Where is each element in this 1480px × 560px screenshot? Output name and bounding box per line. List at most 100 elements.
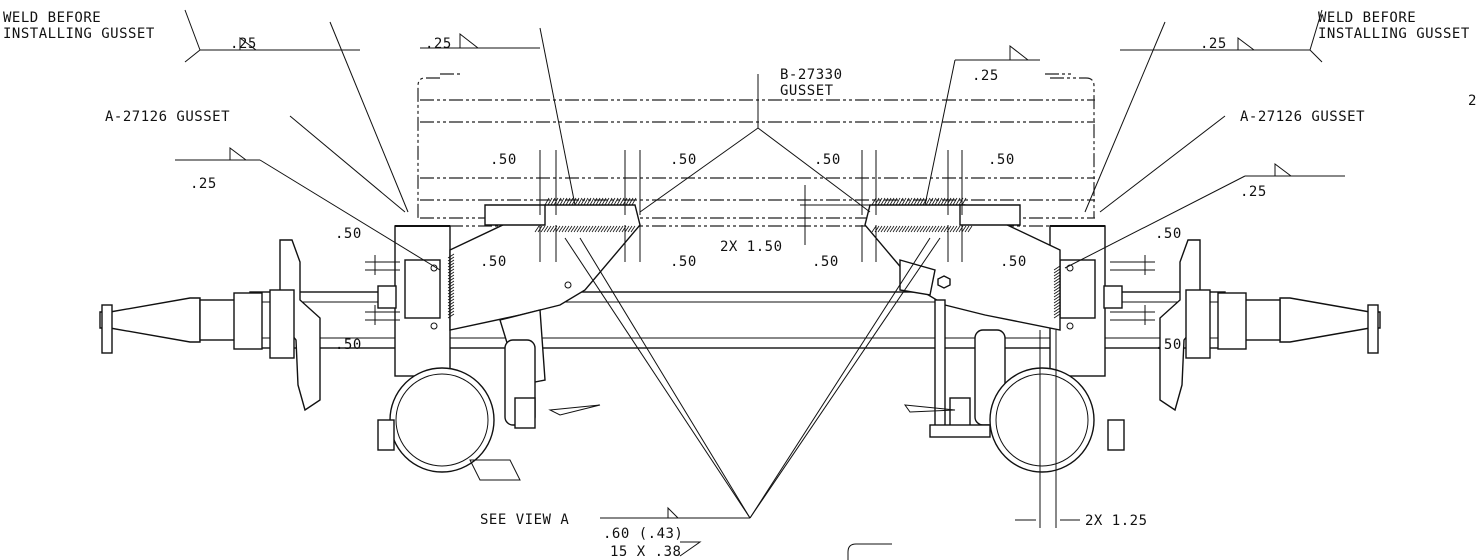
- weld-hatch-line: [1053, 271, 1061, 277]
- weld-bottom-b: 15 X .38: [610, 544, 681, 560]
- weld-hatch-line: [447, 298, 455, 304]
- weld-hatch-line: [901, 197, 907, 206]
- weld-hatch-line: [628, 197, 634, 206]
- dim-side-right-top: .50: [1155, 226, 1182, 242]
- dim-upper-left-a: .50: [490, 152, 517, 168]
- weld-hatch-line: [540, 225, 546, 233]
- weld-hatch-line: [880, 225, 886, 233]
- weld-hatch-line: [895, 197, 901, 206]
- weld-hatch-line: [877, 225, 883, 233]
- weld-hatch-line: [961, 225, 967, 233]
- frame-rail-phantom: [417, 73, 1095, 227]
- weld-hatch-line: [928, 197, 934, 206]
- weld-hatch-line: [910, 225, 916, 233]
- weld-size-top-right-a: .25: [1200, 36, 1227, 52]
- weld-hatch-line: [1053, 280, 1061, 286]
- weld-hatch-line: [447, 268, 455, 274]
- leader-lines: [175, 21, 1345, 519]
- dim-lower-left-a: .50: [480, 254, 507, 270]
- weld-note-left-line2: INSTALLING GUSSET: [3, 26, 155, 42]
- weld-hatch-line: [447, 313, 455, 319]
- weld-hatch-line: [447, 301, 455, 307]
- weld-hatch-line: [610, 197, 616, 206]
- weld-hatch-line: [955, 225, 961, 233]
- weld-hatch-line: [940, 197, 946, 206]
- gusset-label-left: A-27126 GUSSET: [105, 109, 230, 125]
- weld-hatch-line: [549, 225, 555, 233]
- weld-hatch-line: [447, 289, 455, 295]
- weld-hatch-line: [1053, 304, 1061, 310]
- weld-hatch-line: [447, 265, 455, 271]
- weld-hatch-line: [447, 280, 455, 286]
- weld-hatch-line: [612, 225, 618, 233]
- weld-hatch-line: [447, 283, 455, 289]
- dim-upper-left-b: .50: [670, 152, 697, 168]
- right-air-bag: [903, 367, 1125, 473]
- weld-size-mid-left: .25: [190, 176, 217, 192]
- weld-hatch-line: [949, 197, 955, 206]
- weld-hatch-line: [598, 197, 604, 206]
- weld-hatch-line: [913, 225, 919, 233]
- weld-hatch-line: [1053, 313, 1061, 319]
- weld-hatch-line: [934, 225, 940, 233]
- weld-hatch-line: [934, 197, 940, 206]
- weld-hatch-line: [892, 197, 898, 206]
- weld-hatch-line: [877, 197, 883, 206]
- weld-hatch-line: [1053, 292, 1061, 298]
- weld-hatch-line: [937, 197, 943, 206]
- text-callouts: WELD BEFORE INSTALLING GUSSET WELD BEFOR…: [3, 10, 1476, 560]
- weld-hatch-line: [898, 225, 904, 233]
- weld-size-top-left-a: .25: [230, 36, 257, 52]
- weld-hatch-line: [940, 225, 946, 233]
- weld-hatch-line: [544, 197, 550, 206]
- weld-hatch-line: [570, 225, 576, 233]
- weld-hatch-line: [883, 197, 889, 206]
- weld-hatch-line: [447, 295, 455, 301]
- weld-hatch-line: [964, 225, 970, 233]
- weld-hatch-line: [558, 225, 564, 233]
- weld-size-top-right-b: .25: [972, 68, 999, 84]
- dim-lower-left-b: .50: [670, 254, 697, 270]
- weld-hatch-line: [952, 197, 958, 206]
- gusset-label-center-2: GUSSET: [780, 83, 834, 99]
- weld-hatch-line: [871, 197, 877, 206]
- weld-hatch-line: [546, 225, 552, 233]
- weld-hatch-line: [603, 225, 609, 233]
- weld-hatch-line: [925, 197, 931, 206]
- weld-hatch-line: [889, 197, 895, 206]
- weld-note-left-line1: WELD BEFORE: [3, 10, 101, 26]
- weld-hatch-line: [573, 225, 579, 233]
- weld-hatch-line: [943, 225, 949, 233]
- weld-hatch-line: [910, 197, 916, 206]
- weld-hatch-line: [600, 225, 606, 233]
- weld-hatch-line: [1053, 301, 1061, 307]
- weld-hatch-line: [579, 225, 585, 233]
- weld-hatch-line: [447, 292, 455, 298]
- weld-hatch-line: [943, 197, 949, 206]
- weld-hatch-line: [961, 197, 967, 206]
- weld-hatch-line: [886, 197, 892, 206]
- weld-hatch-line: [928, 225, 934, 233]
- dim-lower-right-a: .50: [812, 254, 839, 270]
- weld-hatch-line: [919, 197, 925, 206]
- weld-hatch-line: [606, 225, 612, 233]
- dim-upper-right-a: .50: [814, 152, 841, 168]
- weld-hatch-line: [586, 197, 592, 206]
- weld-hatch-line: [955, 197, 961, 206]
- weld-hatch-line: [892, 225, 898, 233]
- weld-hatch-line: [447, 274, 455, 280]
- weld-hatch-line: [619, 197, 625, 206]
- left-hanger: [377, 225, 451, 377]
- weld-hatch-line: [594, 225, 600, 233]
- weld-hatch-line: [580, 197, 586, 206]
- weld-hatch-line: [1053, 295, 1061, 301]
- weld-hatch-line: [624, 225, 630, 233]
- weld-hatch-line: [577, 197, 583, 206]
- dim-lower-right-b: .50: [1000, 254, 1027, 270]
- weld-hatch-line: [904, 197, 910, 206]
- weld-hatch-line: [588, 225, 594, 233]
- dim-side-right-bottom: .50: [1155, 337, 1182, 353]
- weld-hatch-line: [625, 197, 631, 206]
- weld-hatch-line: [447, 310, 455, 316]
- weld-hatch-line: [916, 225, 922, 233]
